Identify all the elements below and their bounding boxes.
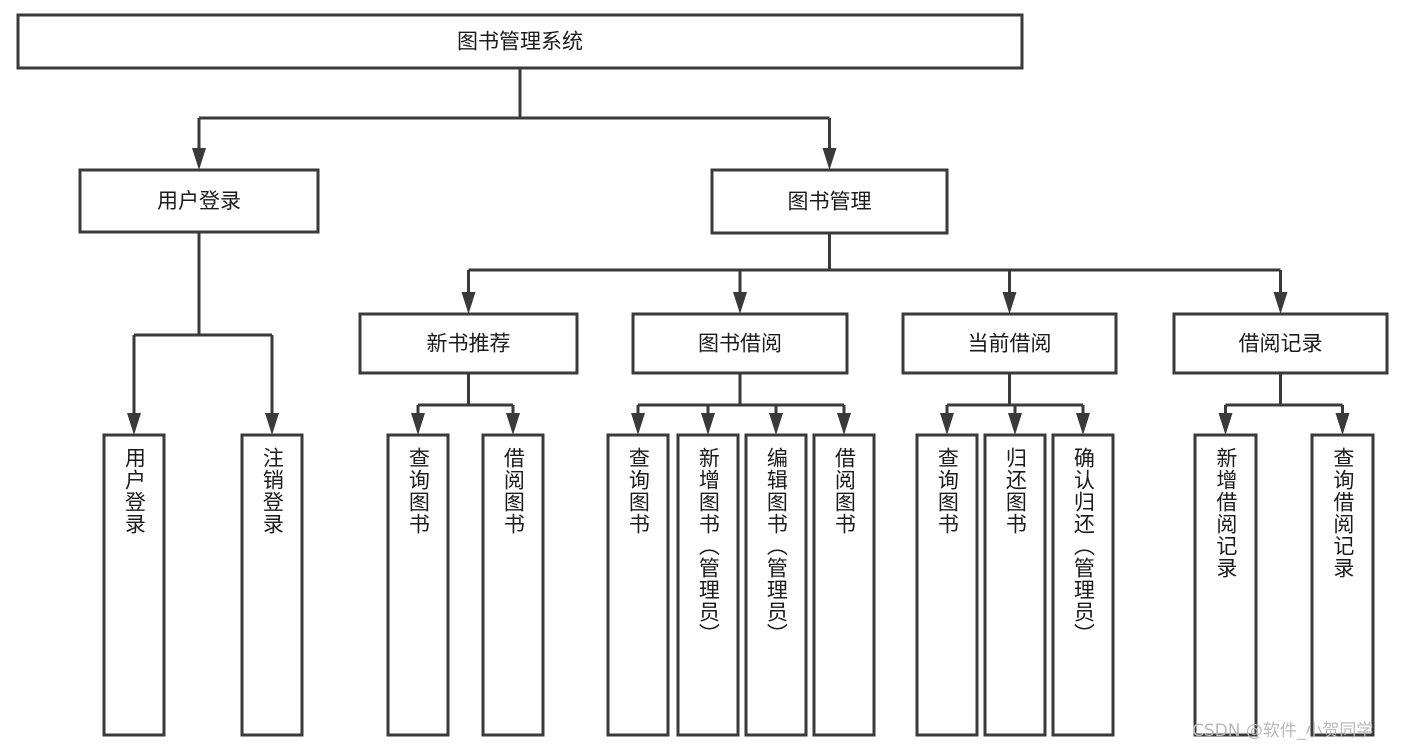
arrow-head-icon xyxy=(192,148,206,170)
arrow-head-icon xyxy=(822,148,837,170)
node-box-book-management[interactable] xyxy=(710,168,949,235)
node-box-leaf-query-record[interactable] xyxy=(1310,433,1375,737)
node-label-book-management: 图书管理 xyxy=(788,190,872,214)
node-box-leaf-query-book-2[interactable] xyxy=(606,433,670,737)
arrow-head-icon xyxy=(733,292,747,314)
node-label-root: 图书管理系统 xyxy=(457,30,583,54)
arrow-head-icon xyxy=(1076,413,1090,435)
arrow-head-icon xyxy=(461,292,476,314)
arrow-head-icon xyxy=(769,413,783,435)
node-box-leaf-add-book[interactable] xyxy=(676,433,740,737)
node-box-book-borrow[interactable] xyxy=(631,312,849,375)
node-box-root[interactable] xyxy=(16,13,1024,70)
node-box-current-borrow[interactable] xyxy=(901,312,1118,375)
node-box-leaf-user-login[interactable] xyxy=(102,433,166,737)
arrow-head-icon xyxy=(1335,413,1350,435)
node-box-user-login[interactable] xyxy=(78,168,320,234)
node-label-user-login: 用户登录 xyxy=(157,189,241,213)
arrow-head-icon xyxy=(1218,413,1233,435)
node-label-new-book-recommend: 新书推荐 xyxy=(427,332,511,356)
node-box-new-book-recommend[interactable] xyxy=(358,312,579,375)
node-box-leaf-logout[interactable] xyxy=(240,433,304,737)
node-box-leaf-borrow-book-2[interactable] xyxy=(812,433,876,737)
node-box-leaf-borrow-book-1[interactable] xyxy=(481,433,545,737)
node-box-leaf-add-record[interactable] xyxy=(1193,433,1258,737)
arrow-head-icon xyxy=(506,413,520,435)
arrow-head-icon xyxy=(631,413,645,435)
node-box-leaf-confirm-return[interactable] xyxy=(1051,433,1115,737)
arrow-head-icon xyxy=(701,413,715,435)
node-box-leaf-query-book-1[interactable] xyxy=(386,433,450,737)
arrow-head-icon xyxy=(265,413,279,435)
node-box-leaf-edit-book[interactable] xyxy=(744,433,808,737)
arrow-head-icon xyxy=(1008,413,1022,435)
arrow-head-icon xyxy=(1273,292,1288,314)
node-label-borrow-record: 借阅记录 xyxy=(1239,332,1323,356)
node-box-leaf-return-book[interactable] xyxy=(983,433,1047,737)
arrow-head-icon xyxy=(1002,292,1017,314)
arrow-head-icon xyxy=(127,413,141,435)
node-box-borrow-record[interactable] xyxy=(1172,312,1389,375)
node-label-current-borrow: 当前借阅 xyxy=(968,332,1052,356)
arrow-head-icon xyxy=(940,413,954,435)
node-label-book-borrow: 图书借阅 xyxy=(698,332,782,356)
connector-lines-group xyxy=(127,68,1350,435)
arrow-head-icon xyxy=(837,413,851,435)
node-boxes-group xyxy=(16,13,1389,737)
node-box-leaf-query-book-3[interactable] xyxy=(915,433,979,737)
arrow-head-icon xyxy=(411,413,425,435)
